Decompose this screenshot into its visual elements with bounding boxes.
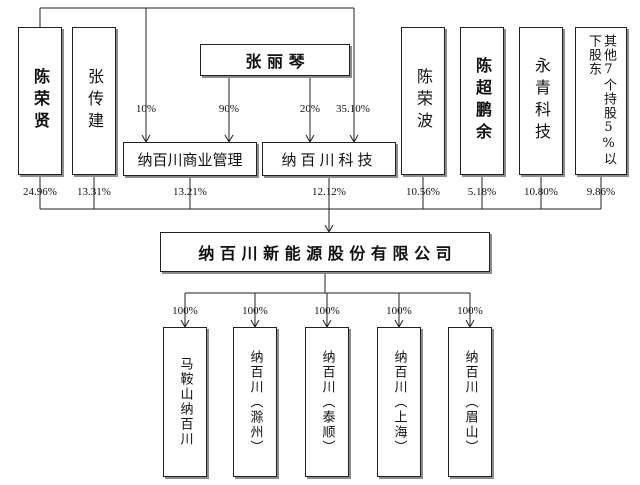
person-zhang-liqin: 张 丽 琴 <box>200 44 350 76</box>
shareholder-yongqing-tech: 永青科技 <box>519 27 563 175</box>
shareholder-chen-rongbo: 陈荣波 <box>401 27 445 175</box>
sub-pct-chuzhou: 100% <box>242 305 268 317</box>
sub-pct-shanghai: 100% <box>386 305 412 317</box>
stake-pct-chen-rongbo: 10.56% <box>406 186 440 198</box>
subsidiary-shanghai: 纳百川（上海） <box>377 327 421 477</box>
shareholder-zhang-chuanjian: 张传建 <box>72 27 116 175</box>
stake-pct-others: 9.86% <box>586 186 616 198</box>
edge-pct-chen-tech-35: 35.10% <box>336 103 370 115</box>
stake-pct-chen-rongxian: 24.96% <box>23 186 57 198</box>
shareholder-chen-chaopengyu: 陈超鹏余 <box>460 27 504 175</box>
subsidiary-meishan: 纳百川（眉山） <box>448 327 492 477</box>
edge-pct-liqin-tech-20: 20% <box>299 103 321 115</box>
stake-pct-commerce: 13.21% <box>173 186 207 198</box>
edge-pct-liqin-commerce-90: 90% <box>218 103 240 115</box>
shareholder-chen-rongxian: 陈荣贤 <box>18 27 62 175</box>
holding-commerce-mgmt: 纳百川商业管理 <box>123 142 257 176</box>
subsidiary-chuzhou: 纳百川（滁州） <box>233 327 277 477</box>
shareholder-others: 其他7个持股5%以下股东 <box>575 27 627 175</box>
subsidiary-taishun: 纳百川（泰顺） <box>305 327 349 477</box>
subsidiary-maanshan: 马鞍山纳百川 <box>163 327 207 477</box>
sub-pct-taishun: 100% <box>314 305 340 317</box>
stake-pct-yongqing: 10.80% <box>524 186 558 198</box>
sub-pct-meishan: 100% <box>457 305 483 317</box>
holding-tech: 纳百川科技 <box>262 142 396 176</box>
edge-pct-liqin-commerce-10: 10% <box>135 103 157 115</box>
stake-pct-tech: 12.12% <box>312 186 346 198</box>
stake-pct-zhang-chuanjian: 13.31% <box>77 186 111 198</box>
stake-pct-chen-chaopengyu: 5.18% <box>467 186 497 198</box>
sub-pct-maanshan: 100% <box>172 305 198 317</box>
company-nabaichuan-new-energy: 纳 百 川 新 能 源 股 份 有 限 公 司 <box>160 232 490 272</box>
